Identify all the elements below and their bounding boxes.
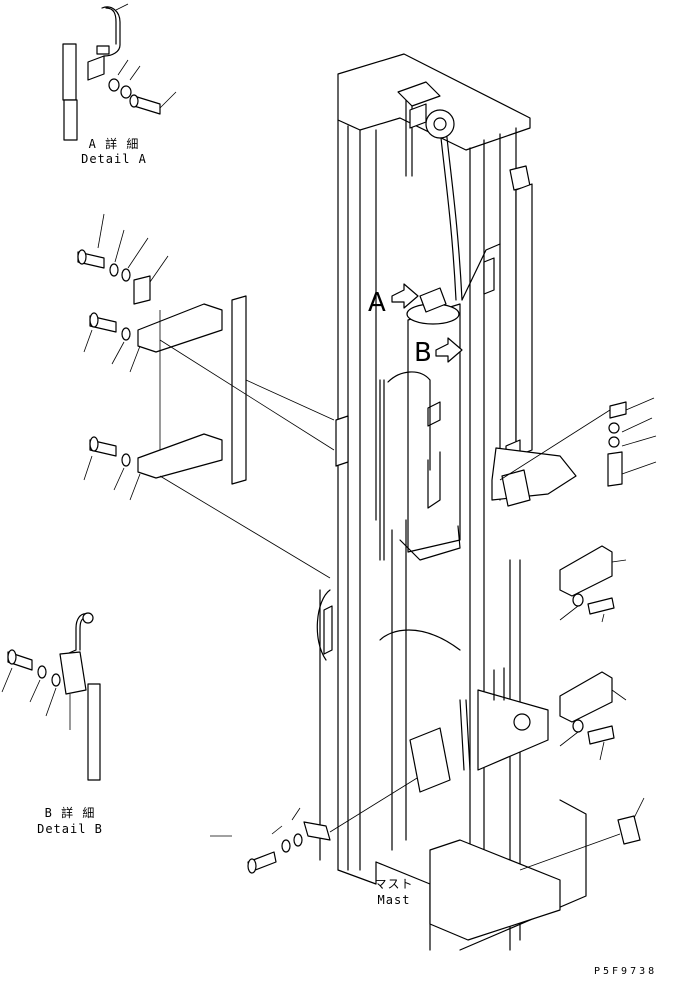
left-bracket-group — [77, 213, 335, 579]
detail-a-assembly — [62, 3, 177, 141]
detail-b-assembly — [1, 612, 101, 781]
callout-a-arrow — [391, 283, 419, 309]
bottom-bolt-group — [210, 769, 431, 874]
detail-a-en-label: Detail A — [81, 152, 147, 166]
callout-b-arrow — [435, 337, 463, 363]
detail-b-en-label: Detail B — [37, 822, 103, 836]
detail-a-jp-label: A 詳 細 — [88, 137, 140, 151]
mast-jp-label: マスト — [374, 877, 414, 891]
detail-b-jp-label: B 詳 細 — [44, 806, 96, 820]
lower-carriage — [316, 589, 461, 793]
mast-assembly — [319, 53, 587, 951]
mast-en-label: Mast — [377, 893, 411, 907]
drawing-code: P5F9738 — [594, 966, 658, 977]
callout-a-label: A — [368, 288, 386, 318]
callout-b-label: B — [414, 338, 432, 368]
right-bracket-group — [499, 397, 657, 871]
